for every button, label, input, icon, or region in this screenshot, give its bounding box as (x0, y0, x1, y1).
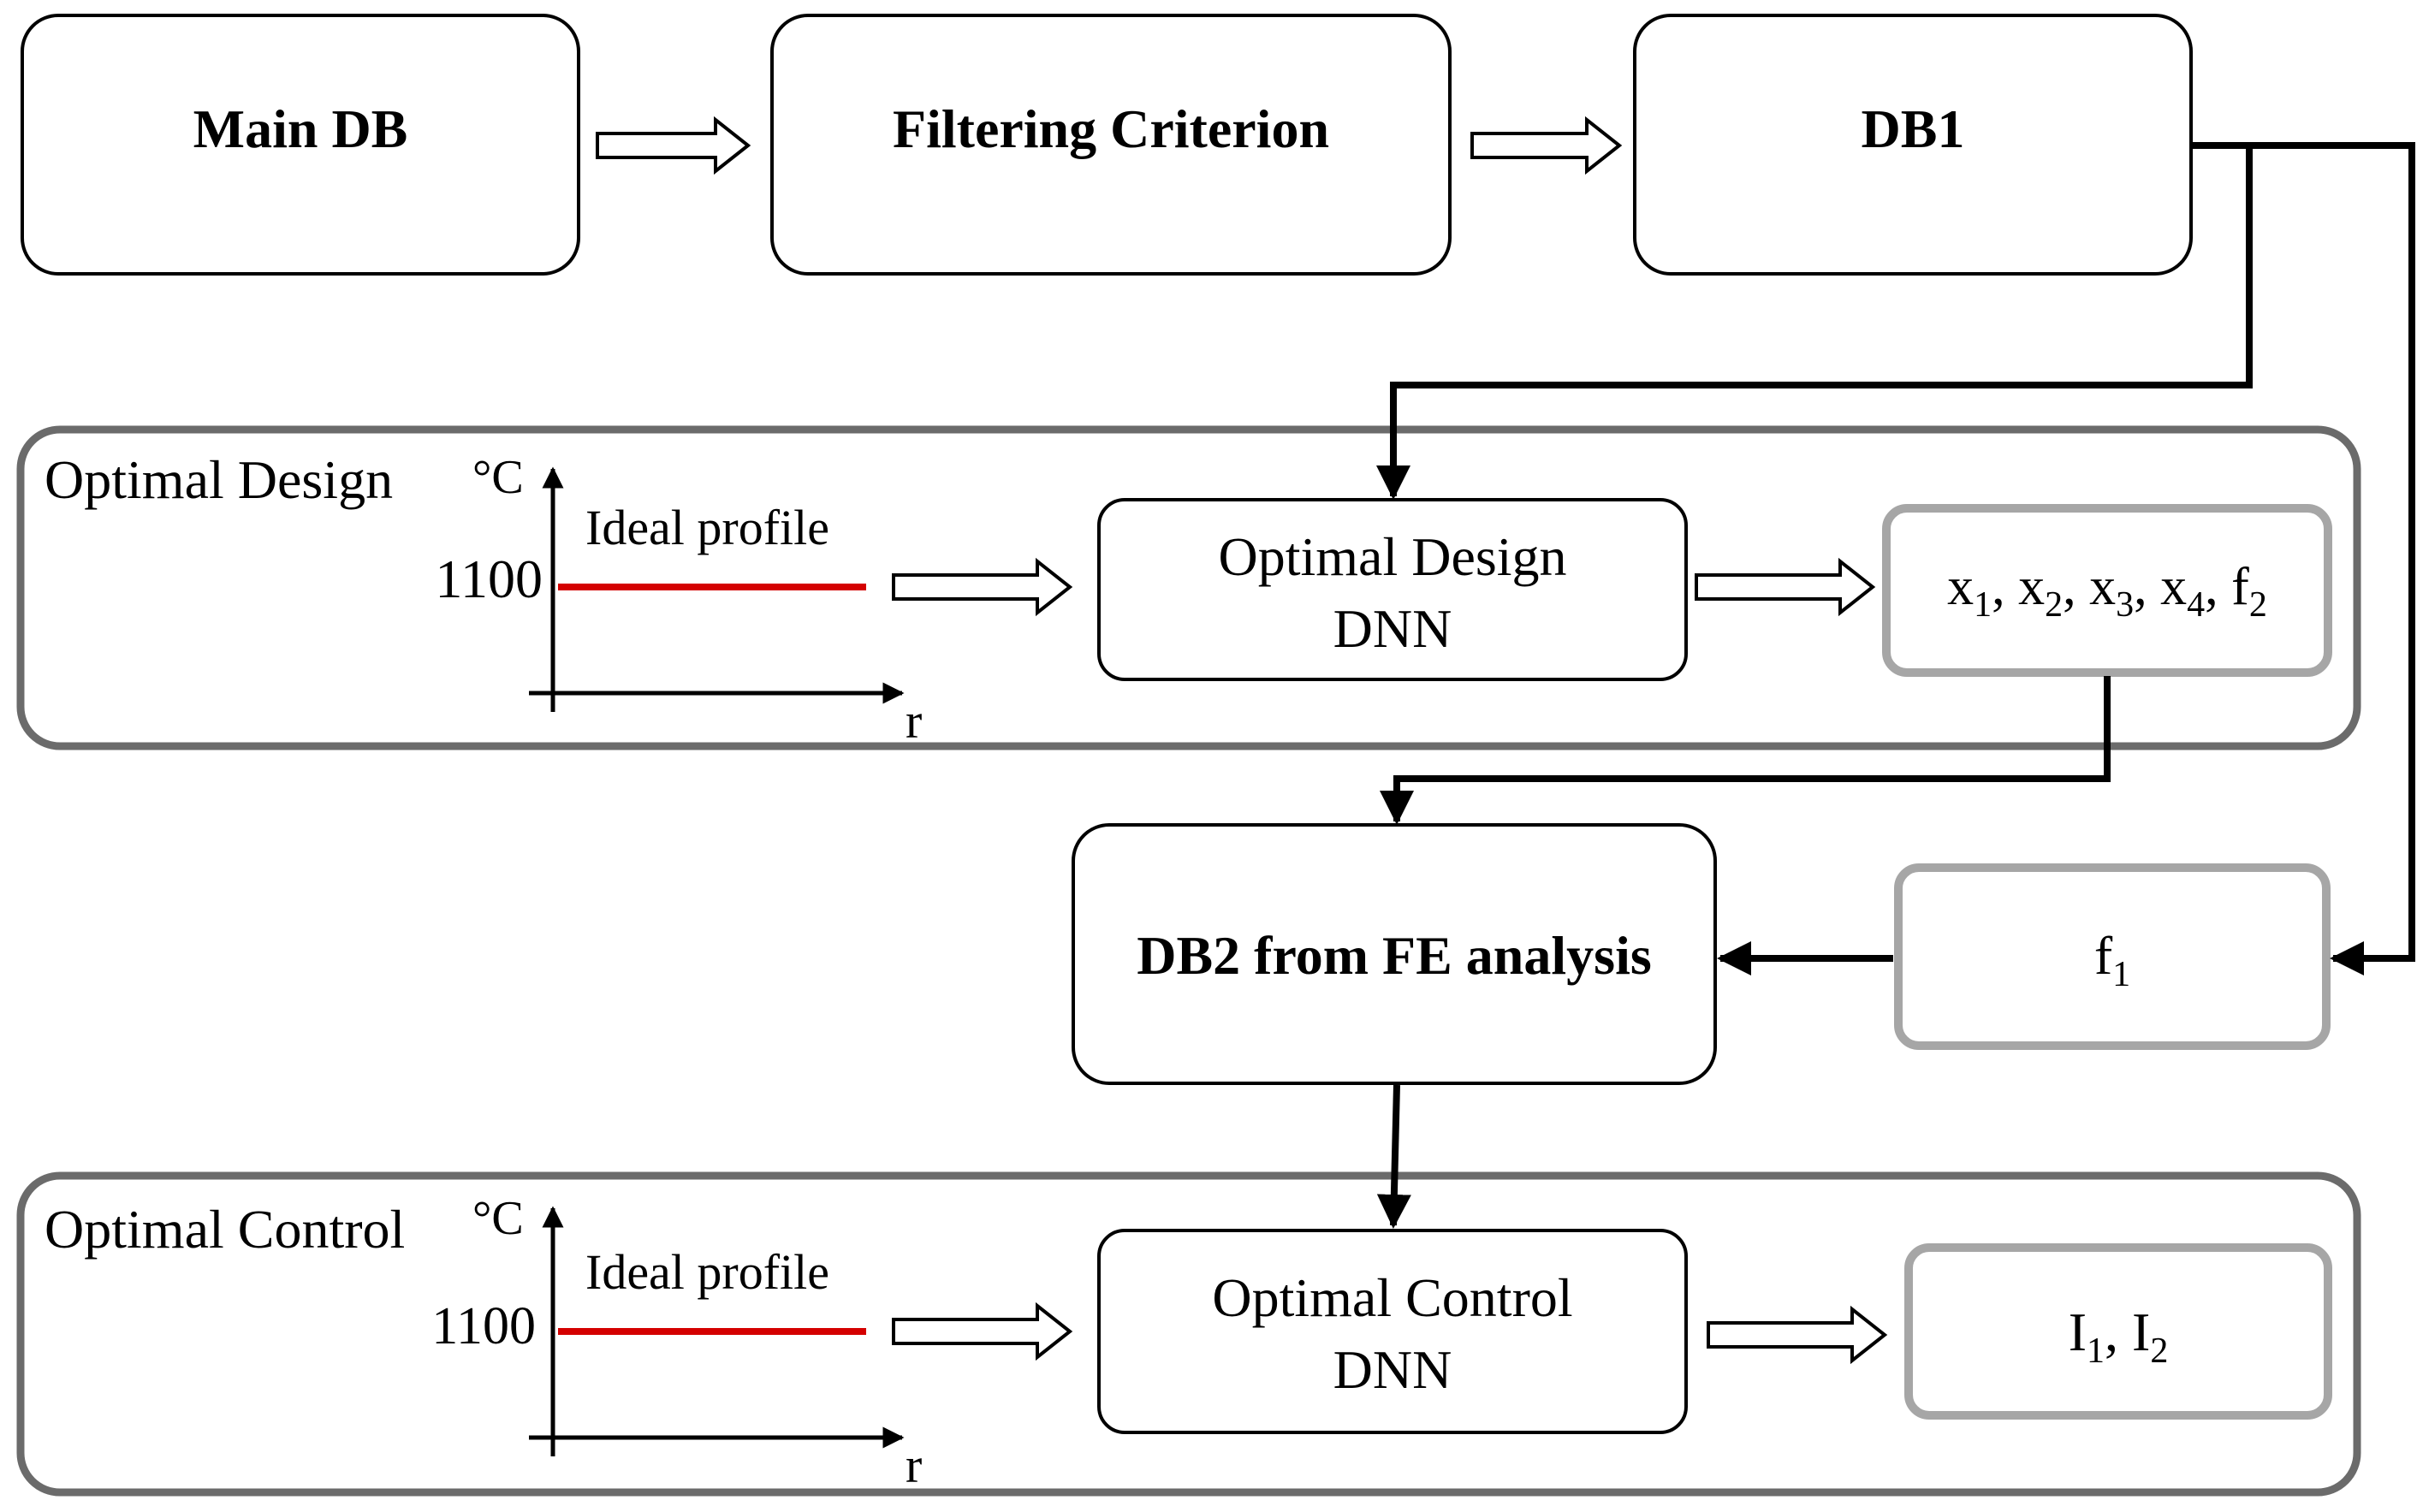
f1-box (1894, 863, 2331, 1050)
design-r-axis-label: r (906, 693, 922, 749)
output-sep: , (2134, 558, 2160, 616)
connector-outputs-to-db2 (1380, 676, 2111, 825)
optimal-design-dnn-line2: DNN (1333, 598, 1452, 659)
optimal-control-panel-title: Optimal Control (45, 1199, 405, 1260)
output-x3-base: x (2089, 558, 2116, 616)
design-value-label: 1100 (435, 548, 543, 609)
control-outputs-box (1904, 1243, 2332, 1420)
output-sep: , (1992, 558, 2018, 616)
output-i1-sub: 1 (2087, 1331, 2105, 1371)
design-outputs-text: x1, x2, x3, x4, f2 (1947, 558, 2267, 625)
optimal-control-dnn-line1: Optimal Control (1212, 1267, 1572, 1328)
control-unit-label: °C (472, 1192, 524, 1245)
control-outputs-text: I1, I2 (2069, 1302, 2169, 1371)
output-x2-base: x (2018, 558, 2045, 616)
output-i2-base: I (2132, 1302, 2150, 1362)
output-x4-base: x (2160, 558, 2187, 616)
db2-label: DB2 from FE analysis (1137, 925, 1652, 986)
output-f2-base: f (2231, 558, 2249, 616)
hollow-arrow-profile-to-control-dnn (892, 1302, 1073, 1361)
optimal-design-panel-title: Optimal Design (45, 449, 393, 510)
optimal-design-panel (16, 425, 2361, 750)
output-x3-sub: 3 (2116, 585, 2134, 625)
hollow-arrow-main-to-filter (596, 116, 751, 175)
design-ideal-profile-label: Ideal profile (585, 500, 829, 555)
main-db-box (21, 14, 580, 276)
hollow-arrow-control-dnn-to-outputs (1707, 1305, 1888, 1365)
optimal-control-panel (16, 1171, 2361, 1497)
connector-db1-to-design-dnn (1376, 142, 2253, 500)
f1-text: f1 (2094, 925, 2130, 994)
hollow-arrow-filter-to-db1 (1470, 116, 1623, 175)
output-sep: , (2063, 558, 2089, 616)
main-db-label: Main DB (193, 98, 408, 159)
optimal-design-dnn-line1: Optimal Design (1218, 526, 1566, 587)
connector-db1-to-f1 (2249, 142, 2415, 975)
optimal-control-dnn-line2: DNN (1333, 1339, 1452, 1400)
control-ideal-profile-label: Ideal profile (585, 1244, 829, 1300)
control-r-axis-label: r (906, 1438, 922, 1493)
filtering-criterion-box (770, 14, 1452, 276)
optimal-design-dnn-box (1097, 498, 1688, 681)
output-x2-sub: 2 (2045, 585, 2063, 625)
output-x1-sub: 1 (1974, 585, 1992, 625)
design-unit-label: °C (472, 451, 524, 504)
optimal-control-dnn-box (1097, 1229, 1688, 1434)
hollow-arrow-design-dnn-to-outputs (1695, 557, 1876, 617)
f1-sub: 1 (2112, 955, 2130, 994)
output-sep: , (2205, 558, 2231, 616)
filtering-criterion-label: Filtering Criterion (893, 98, 1329, 159)
db1-label: DB1 (1862, 98, 1965, 159)
output-x4-sub: 4 (2187, 585, 2205, 625)
design-outputs-box (1882, 504, 2332, 677)
output-i2-sub: 2 (2150, 1331, 2168, 1371)
control-value-label: 1100 (431, 1297, 536, 1355)
db2-box (1072, 823, 1717, 1085)
hollow-arrow-profile-to-design-dnn (892, 557, 1073, 617)
f1-base: f (2094, 925, 2113, 986)
output-f2-sub: 2 (2249, 585, 2267, 625)
connector-db2-to-control-dnn (1376, 1084, 1411, 1229)
output-i1-base: I (2069, 1302, 2087, 1362)
output-x1-base: x (1947, 558, 1974, 616)
output-sep: , (2105, 1302, 2132, 1362)
